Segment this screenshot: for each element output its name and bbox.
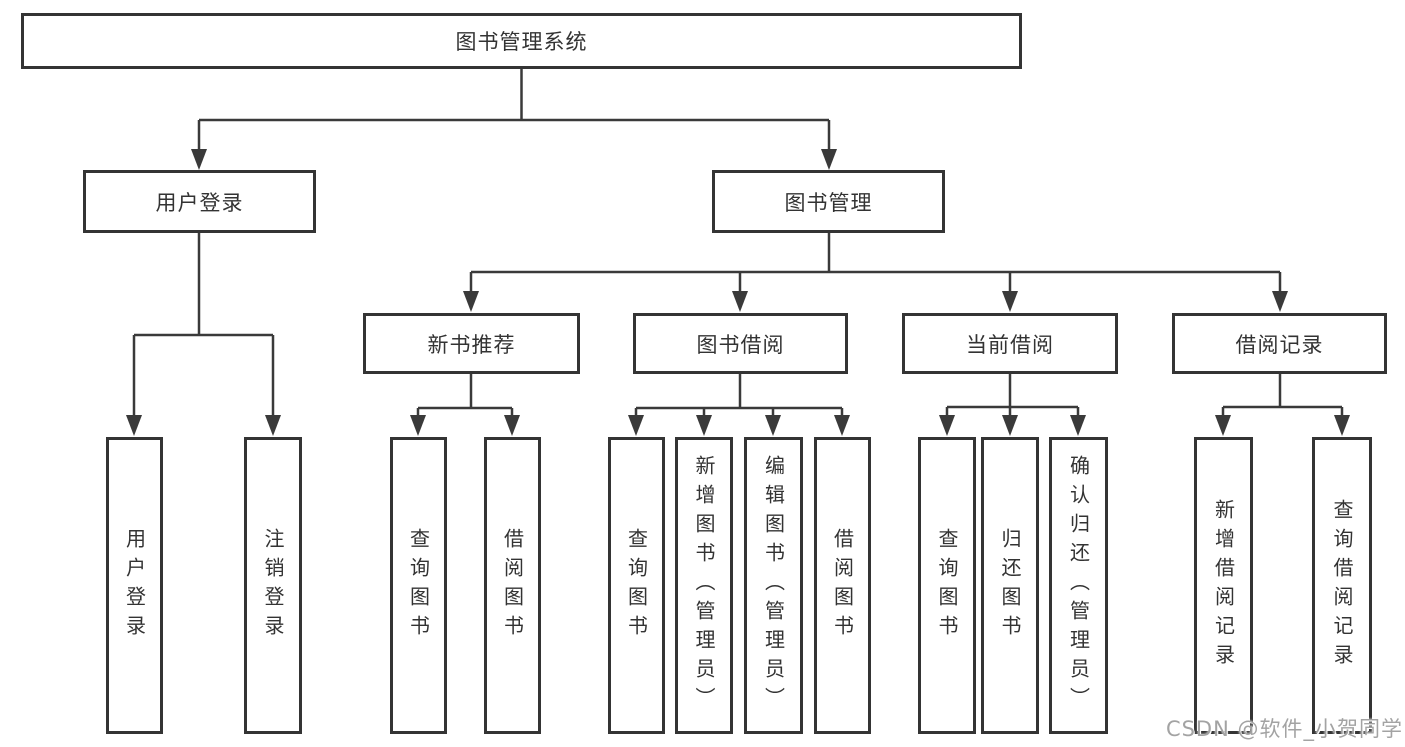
arrow-down-icon xyxy=(628,415,644,436)
arrow-down-icon xyxy=(765,415,781,436)
node-label: 图书管理系统 xyxy=(455,30,588,54)
leaf-query-books-borrow: 查询图书 xyxy=(608,437,665,734)
arrow-down-icon xyxy=(265,415,281,436)
arrow-down-icon xyxy=(696,415,712,436)
arrow-down-icon xyxy=(504,415,520,436)
leaf-label: 用户登录 xyxy=(122,527,147,644)
node-new-book-recommend: 新书推荐 xyxy=(363,313,580,374)
connector-user-login-to-leaves xyxy=(132,233,275,417)
leaf-borrow-books-recommend: 借阅图书 xyxy=(484,437,541,734)
leaf-add-book-admin: 新增图书（管理员） xyxy=(675,437,733,734)
leaf-label: 查询借阅记录 xyxy=(1330,498,1354,673)
connector-borrow-records-to-leaves xyxy=(1221,374,1344,417)
connector-book-borrow-to-leaves xyxy=(634,374,844,417)
arrow-down-icon xyxy=(126,415,142,436)
leaf-logout: 注销登录 xyxy=(244,437,302,734)
arrow-down-icon xyxy=(191,149,207,170)
node-current-borrow: 当前借阅 xyxy=(902,313,1118,374)
node-label: 新书推荐 xyxy=(427,332,516,357)
leaf-edit-book-admin: 编辑图书（管理员） xyxy=(744,437,803,734)
connector-new-book-recommend-to-leaves xyxy=(416,374,514,417)
node-label: 借阅记录 xyxy=(1235,332,1324,357)
arrow-down-icon xyxy=(834,415,850,436)
arrow-down-icon xyxy=(410,415,426,436)
node-borrow-records: 借阅记录 xyxy=(1172,313,1387,374)
leaf-label: 新增借阅记录 xyxy=(1211,498,1236,673)
node-label: 用户登录 xyxy=(155,190,244,215)
leaf-label: 确认归还（管理员） xyxy=(1066,455,1091,716)
watermark: CSDN @软件_小贺同学 xyxy=(1165,717,1403,741)
leaf-query-borrow-record: 查询借阅记录 xyxy=(1312,437,1372,734)
arrow-down-icon xyxy=(1002,291,1018,312)
leaf-label: 借阅图书 xyxy=(500,527,525,644)
leaf-label: 查询图书 xyxy=(935,527,959,644)
leaf-label: 编辑图书（管理员） xyxy=(761,455,786,716)
arrow-down-icon xyxy=(939,415,955,436)
leaf-query-books-current: 查询图书 xyxy=(918,437,976,734)
arrow-down-icon xyxy=(1272,291,1288,312)
arrow-down-icon xyxy=(1070,415,1086,436)
leaf-label: 归还图书 xyxy=(998,527,1022,644)
arrow-down-icon xyxy=(463,291,479,312)
leaf-confirm-return-admin: 确认归还（管理员） xyxy=(1049,437,1108,734)
node-label: 当前借阅 xyxy=(966,332,1054,357)
arrow-down-icon xyxy=(1334,415,1350,436)
arrow-down-icon xyxy=(732,291,748,312)
connector-root-to-level2 xyxy=(197,69,831,151)
leaf-user-login: 用户登录 xyxy=(106,437,163,734)
node-book-management: 图书管理 xyxy=(712,170,945,233)
leaf-add-borrow-record: 新增借阅记录 xyxy=(1194,437,1253,734)
connector-book-management-to-level3 xyxy=(469,233,1282,293)
connector-current-borrow-to-leaves xyxy=(945,374,1080,417)
node-user-login: 用户登录 xyxy=(83,170,316,233)
leaf-borrow-books: 借阅图书 xyxy=(814,437,871,734)
node-label: 图书管理 xyxy=(784,190,873,215)
node-book-borrow: 图书借阅 xyxy=(633,313,848,374)
node-label: 图书借阅 xyxy=(696,332,785,357)
arrow-down-icon xyxy=(1215,415,1231,436)
leaf-label: 注销登录 xyxy=(261,527,285,644)
arrow-down-icon xyxy=(1002,415,1018,436)
leaf-label: 查询图书 xyxy=(624,527,649,644)
leaf-query-books-recommend: 查询图书 xyxy=(390,437,447,734)
leaf-label: 借阅图书 xyxy=(830,527,855,644)
leaf-label: 查询图书 xyxy=(406,527,431,644)
leaf-return-book: 归还图书 xyxy=(981,437,1039,734)
leaf-label: 新增图书（管理员） xyxy=(692,455,716,716)
arrow-down-icon xyxy=(821,149,837,170)
node-book-management-system: 图书管理系统 xyxy=(21,13,1022,69)
